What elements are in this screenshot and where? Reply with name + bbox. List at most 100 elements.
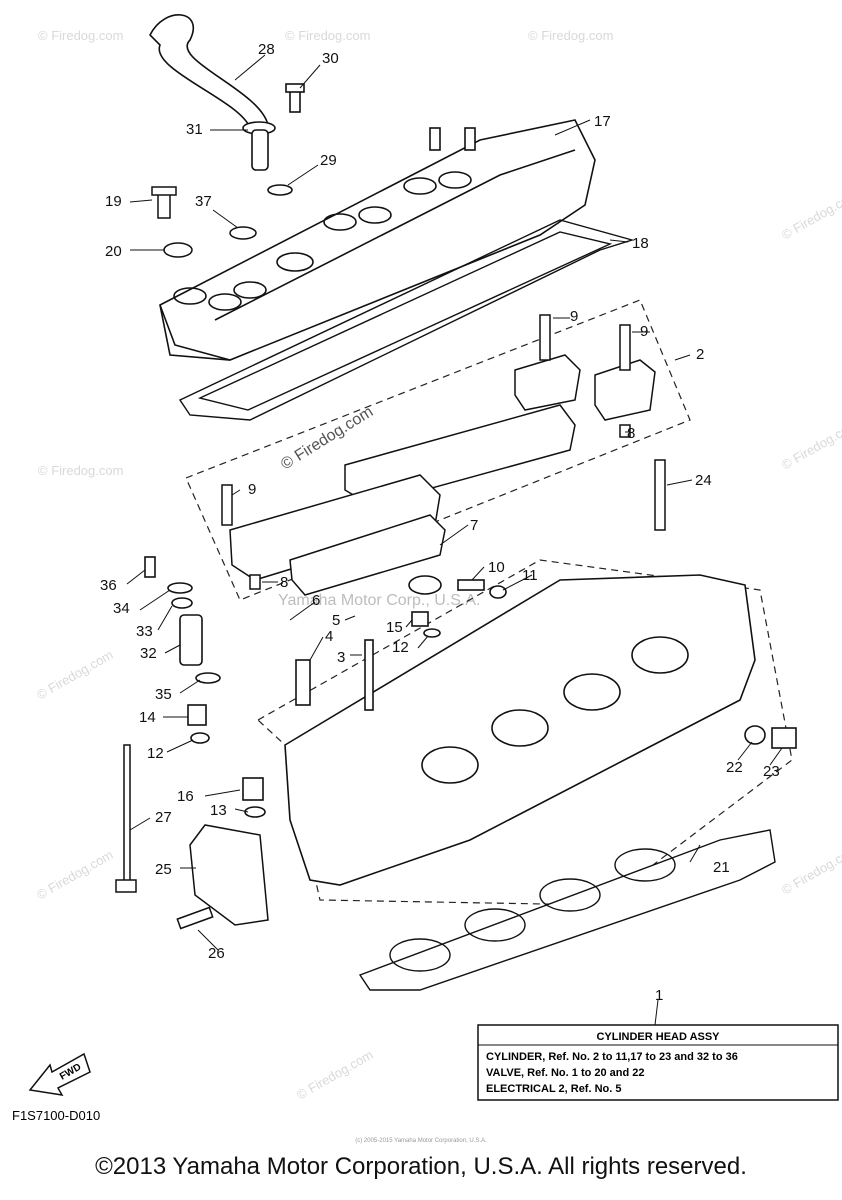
- callout-25: 25: [155, 861, 172, 878]
- cylinder-head: [144, 556, 797, 886]
- diagram-code: F1S7100-D010: [12, 1108, 100, 1123]
- watermark-text: © Firedog.com: [285, 28, 370, 43]
- probe-27-base: [115, 879, 137, 893]
- watermark-maker: Yamaha Motor Corp., U.S.A.: [278, 592, 480, 609]
- plug-23: [771, 727, 797, 749]
- gasket-18: [178, 219, 635, 421]
- nut-15: [411, 611, 429, 627]
- cylinder-head-body: [284, 574, 756, 886]
- watermark-text: © Firedog.com: [294, 1047, 376, 1103]
- bolt-30: [289, 89, 301, 113]
- callout-11: 11: [522, 567, 538, 584]
- watermark-text: © Firedog.com: [34, 647, 116, 703]
- cap-right-2: [594, 359, 656, 421]
- probe-27: [123, 744, 131, 886]
- washer-33: [171, 597, 193, 609]
- breather-hose: [149, 14, 305, 196]
- callout-18: 18: [632, 235, 649, 252]
- callout-15: 15: [386, 619, 403, 636]
- lower-left-parts: [115, 744, 269, 930]
- valve-3: [364, 639, 374, 711]
- nut-14: [187, 704, 207, 726]
- callout-7: 7: [470, 517, 478, 534]
- cover-plug-holes: [173, 171, 472, 311]
- callout-37: 37: [195, 193, 212, 210]
- o-ring-29: [267, 184, 293, 196]
- dowel-8-b: [249, 574, 261, 590]
- callout-23: 23: [763, 763, 780, 780]
- head-gasket: [358, 829, 776, 991]
- grommet-20: [163, 242, 193, 258]
- plug-7: [408, 575, 442, 595]
- washer-12-b: [423, 628, 441, 638]
- assy-box-title: CYLINDER HEAD ASSY: [596, 1031, 720, 1043]
- callout-3: 3: [337, 649, 345, 666]
- bolt-30-head: [285, 83, 305, 93]
- camshaft-caps: [221, 314, 666, 596]
- cap-right-1: [514, 354, 581, 411]
- callout-22: 22: [726, 759, 743, 776]
- callout-6: 6: [312, 592, 320, 609]
- callout-9-c: 9: [248, 481, 256, 498]
- hose-28: [149, 14, 269, 129]
- leader-lines: [126, 54, 783, 1026]
- o-ring-35: [195, 672, 221, 684]
- callout-12-a: 12: [147, 745, 164, 762]
- watermark-text: © Firedog.com: [38, 28, 123, 43]
- watermark-text: © Firedog.com: [779, 187, 842, 243]
- bolt-19: [157, 191, 171, 219]
- callout-24: 24: [695, 472, 712, 489]
- assy-box-line-1: CYLINDER, Ref. No. 2 to 11,17 to 23 and …: [486, 1051, 738, 1063]
- callout-13: 13: [210, 802, 227, 819]
- callout-9-b: 9: [640, 323, 648, 340]
- cover-gasket: [178, 219, 635, 421]
- callout-33: 33: [136, 623, 153, 640]
- watermark-text: © Firedog.com: [34, 847, 116, 903]
- callout-8-a: 8: [627, 425, 635, 442]
- tiny-credit: (c) 2005-2015 Yamaha Motor Corporation, …: [355, 1138, 487, 1144]
- callout-34: 34: [113, 600, 130, 617]
- washer-12-a: [190, 732, 210, 744]
- callout-36: 36: [100, 577, 117, 594]
- callout-27: 27: [155, 809, 172, 826]
- callout-19: 19: [105, 193, 122, 210]
- callout-10: 10: [488, 559, 505, 576]
- callout-26: 26: [208, 945, 225, 962]
- head-cover: [159, 119, 596, 361]
- callout-29: 29: [320, 152, 337, 169]
- callout-16: 16: [177, 788, 194, 805]
- callout-32: 32: [140, 645, 157, 662]
- callout-31: 31: [186, 121, 203, 138]
- cover-edge: [159, 304, 231, 361]
- gasket-bores: [389, 848, 676, 972]
- cylinder-bores: [421, 636, 689, 784]
- washer-22: [744, 725, 766, 745]
- callout-20: 20: [105, 243, 122, 260]
- bolt-36: [144, 556, 156, 578]
- dowel-8-a: [619, 424, 631, 438]
- cover-nipple: [464, 127, 476, 151]
- callout-2: 2: [696, 346, 704, 363]
- callout-8-b: 8: [280, 574, 288, 591]
- callout-12-b: 12: [392, 639, 409, 656]
- washer-13: [244, 806, 266, 818]
- gasket-inner: [197, 231, 613, 411]
- dashed-outline-camcaps: [185, 299, 691, 601]
- gasket-21: [358, 829, 776, 991]
- assy-box-line-3: ELECTRICAL 2, Ref. No. 5: [486, 1083, 621, 1095]
- callout-4: 4: [325, 628, 333, 645]
- stud-10: [457, 579, 485, 591]
- bracket-25: [189, 824, 269, 926]
- cover-grommets: [151, 186, 257, 258]
- watermark-text: © Firedog.com: [38, 463, 123, 478]
- copyright-footer: ©2013 Yamaha Motor Corporation, U.S.A. A…: [95, 1153, 747, 1180]
- watermark-text: © Firedog.com: [528, 28, 613, 43]
- bolt-9-b: [619, 324, 631, 371]
- watermark-text: © Firedog.com: [779, 842, 842, 898]
- assy-box-line-2: VALVE, Ref. No. 1 to 20 and 22: [486, 1067, 645, 1079]
- callout-5: 5: [332, 612, 340, 629]
- callout-21: 21: [713, 859, 730, 876]
- bolt-9-c: [221, 484, 233, 526]
- callout-14: 14: [139, 709, 156, 726]
